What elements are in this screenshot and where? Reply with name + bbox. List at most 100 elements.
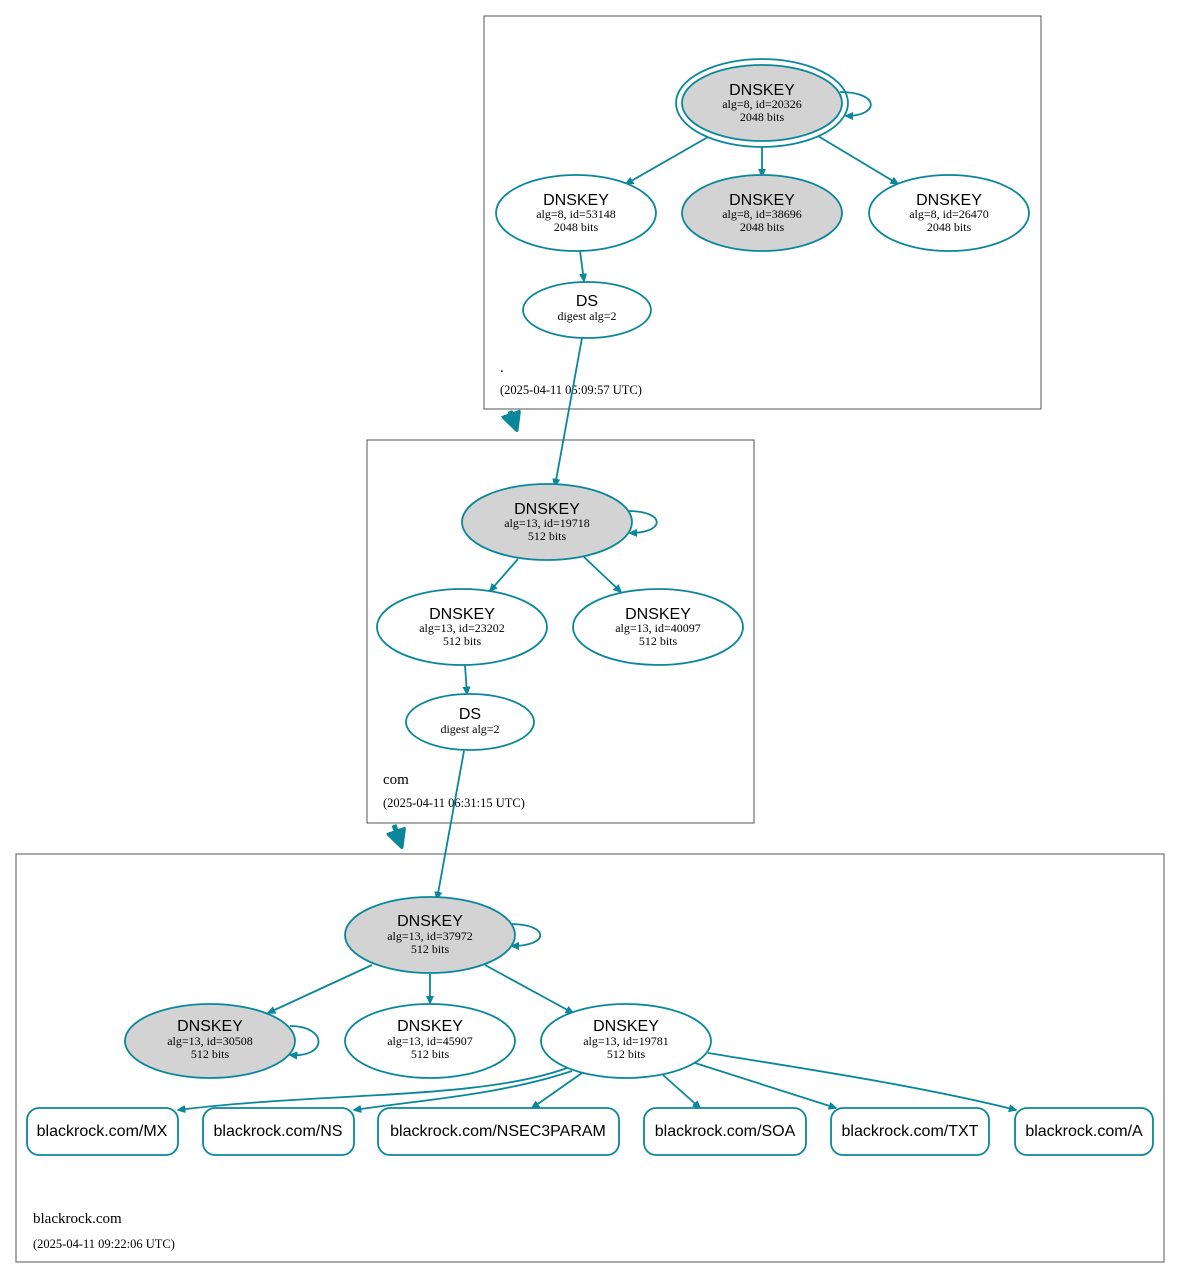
rrset-box [26,1107,179,1156]
edge-br-19781-mx [178,1067,568,1110]
node-shape [540,1003,712,1079]
node-shape [681,174,843,252]
rrset-nsec3param[interactable]: blackrock.com/NSEC3PARAM [377,1107,620,1156]
rrset-label: blackrock.com/MX [37,1123,168,1140]
node-title: DNSKEY [593,1018,659,1035]
node-title: DNSKEY [514,501,580,518]
node-alg-id: alg=8, id=53148 [536,207,616,221]
node-alg-id: alg=13, id=23202 [419,621,505,635]
node-title: DNSKEY [916,192,982,209]
rrset-label: blackrock.com/NSEC3PARAM [390,1123,606,1140]
node-shape [681,64,843,142]
node-bits: 512 bits [411,1047,450,1061]
delegation-arrow-root-com [510,411,516,428]
node-shape [522,281,652,339]
node-bits: 512 bits [639,634,678,648]
node-shape [868,174,1030,252]
node-br-dnskey-30508[interactable]: DNSKEY alg=13, id=30508 512 bits [124,1003,296,1079]
node-br-dnskey-19781[interactable]: DNSKEY alg=13, id=19781 512 bits [540,1003,712,1079]
rrset-box [202,1107,355,1156]
node-alg-id: alg=13, id=19781 [583,1034,669,1048]
node-shape [405,693,535,751]
rrset-a[interactable]: blackrock.com/A [1014,1107,1154,1156]
zone-root-name: . [500,360,504,376]
node-title: DNSKEY [543,192,609,209]
edge-com-ksk-40097 [583,556,621,592]
edge-br-19781-nsec3param [532,1072,583,1108]
node-alg-id: alg=8, id=26470 [909,207,989,221]
node-com-dnskey-40097[interactable]: DNSKEY alg=13, id=40097 512 bits [572,588,744,666]
node-com-dnskey-19718[interactable]: DNSKEY alg=13, id=19718 512 bits [461,483,633,561]
edge-br-19781-ns [354,1070,573,1110]
node-outer-ring [675,58,849,148]
delegation-arrow-com-blackrock [394,824,401,845]
node-br-dnskey-37972[interactable]: DNSKEY alg=13, id=37972 512 bits [344,896,516,974]
edge-com-ksk-self [627,510,658,533]
node-root-dnskey-20326[interactable]: DNSKEY alg=8, id=20326 2048 bits [675,58,849,148]
zone-blackrock-timestamp: (2025-04-11 09:22:06 UTC) [33,1237,175,1251]
edge-br-ksk-30508 [268,964,373,1014]
rrset-box [830,1107,990,1156]
rrset-box [1014,1107,1154,1156]
edge-root-ds-com-ksk [555,337,583,486]
edge-br-ksk-19781 [484,964,573,1013]
node-bits: 512 bits [607,1047,646,1061]
node-bits: 2048 bits [554,220,599,234]
rrset-mx[interactable]: blackrock.com/MX [26,1107,179,1156]
node-shape [461,483,633,561]
node-bits: 512 bits [411,942,450,956]
node-br-dnskey-45907[interactable]: DNSKEY alg=13, id=45907 512 bits [344,1003,516,1079]
edge-br-19781-a [707,1052,1016,1110]
node-com-ds[interactable]: DS digest alg=2 [405,693,535,751]
edge-br-ksk-self [509,923,542,946]
edge-root-ksk-53148 [626,136,709,184]
rrset-txt[interactable]: blackrock.com/TXT [830,1107,990,1156]
rrset-label: blackrock.com/NS [214,1123,343,1140]
rrset-label: blackrock.com/TXT [842,1123,979,1140]
rrset-box [377,1107,620,1156]
rrset-ns[interactable]: blackrock.com/NS [202,1107,355,1156]
node-title: DNSKEY [729,192,795,209]
rrset-label: blackrock.com/A [1025,1123,1143,1140]
node-title: DNSKEY [625,606,691,623]
node-title: DNSKEY [397,913,463,930]
node-root-ds[interactable]: DS digest alg=2 [522,281,652,339]
node-bits: 2048 bits [740,220,785,234]
node-digest: digest alg=2 [557,309,616,323]
node-alg-id: alg=8, id=20326 [722,97,802,111]
edge-br-30508-self [290,1025,320,1055]
node-root-dnskey-53148[interactable]: DNSKEY alg=8, id=53148 2048 bits [495,174,657,252]
node-shape [344,1003,516,1079]
node-title: DNSKEY [429,606,495,623]
edge-br-19781-txt [694,1062,836,1108]
rrset-box [643,1107,807,1156]
node-alg-id: alg=13, id=30508 [167,1034,253,1048]
node-bits: 2048 bits [927,220,972,234]
node-title: DNSKEY [177,1018,243,1035]
node-root-dnskey-26470[interactable]: DNSKEY alg=8, id=26470 2048 bits [868,174,1030,252]
edge-com-23202-ds [465,664,467,694]
node-shape [495,174,657,252]
node-bits: 2048 bits [740,110,785,124]
node-alg-id: alg=13, id=45907 [387,1034,473,1048]
node-com-dnskey-23202[interactable]: DNSKEY alg=13, id=23202 512 bits [376,588,548,666]
node-title: DS [459,706,481,723]
edge-br-19781-soa [662,1074,700,1108]
node-bits: 512 bits [443,634,482,648]
node-shape [376,588,548,666]
node-root-dnskey-38696[interactable]: DNSKEY alg=8, id=38696 2048 bits [681,174,843,252]
node-bits: 512 bits [528,529,567,543]
zone-com-name: com [383,772,409,788]
node-shape [572,588,744,666]
node-alg-id: alg=13, id=19718 [504,516,590,530]
node-title: DNSKEY [729,82,795,99]
rrset-soa[interactable]: blackrock.com/SOA [643,1107,807,1156]
node-bits: 512 bits [191,1047,230,1061]
node-shape [124,1003,296,1079]
zone-blackrock-name: blackrock.com [33,1211,122,1227]
node-alg-id: alg=13, id=37972 [387,929,473,943]
node-alg-id: alg=13, id=40097 [615,621,701,635]
edge-com-ds-br-ksk [437,750,465,899]
rrset-label: blackrock.com/SOA [655,1123,796,1140]
